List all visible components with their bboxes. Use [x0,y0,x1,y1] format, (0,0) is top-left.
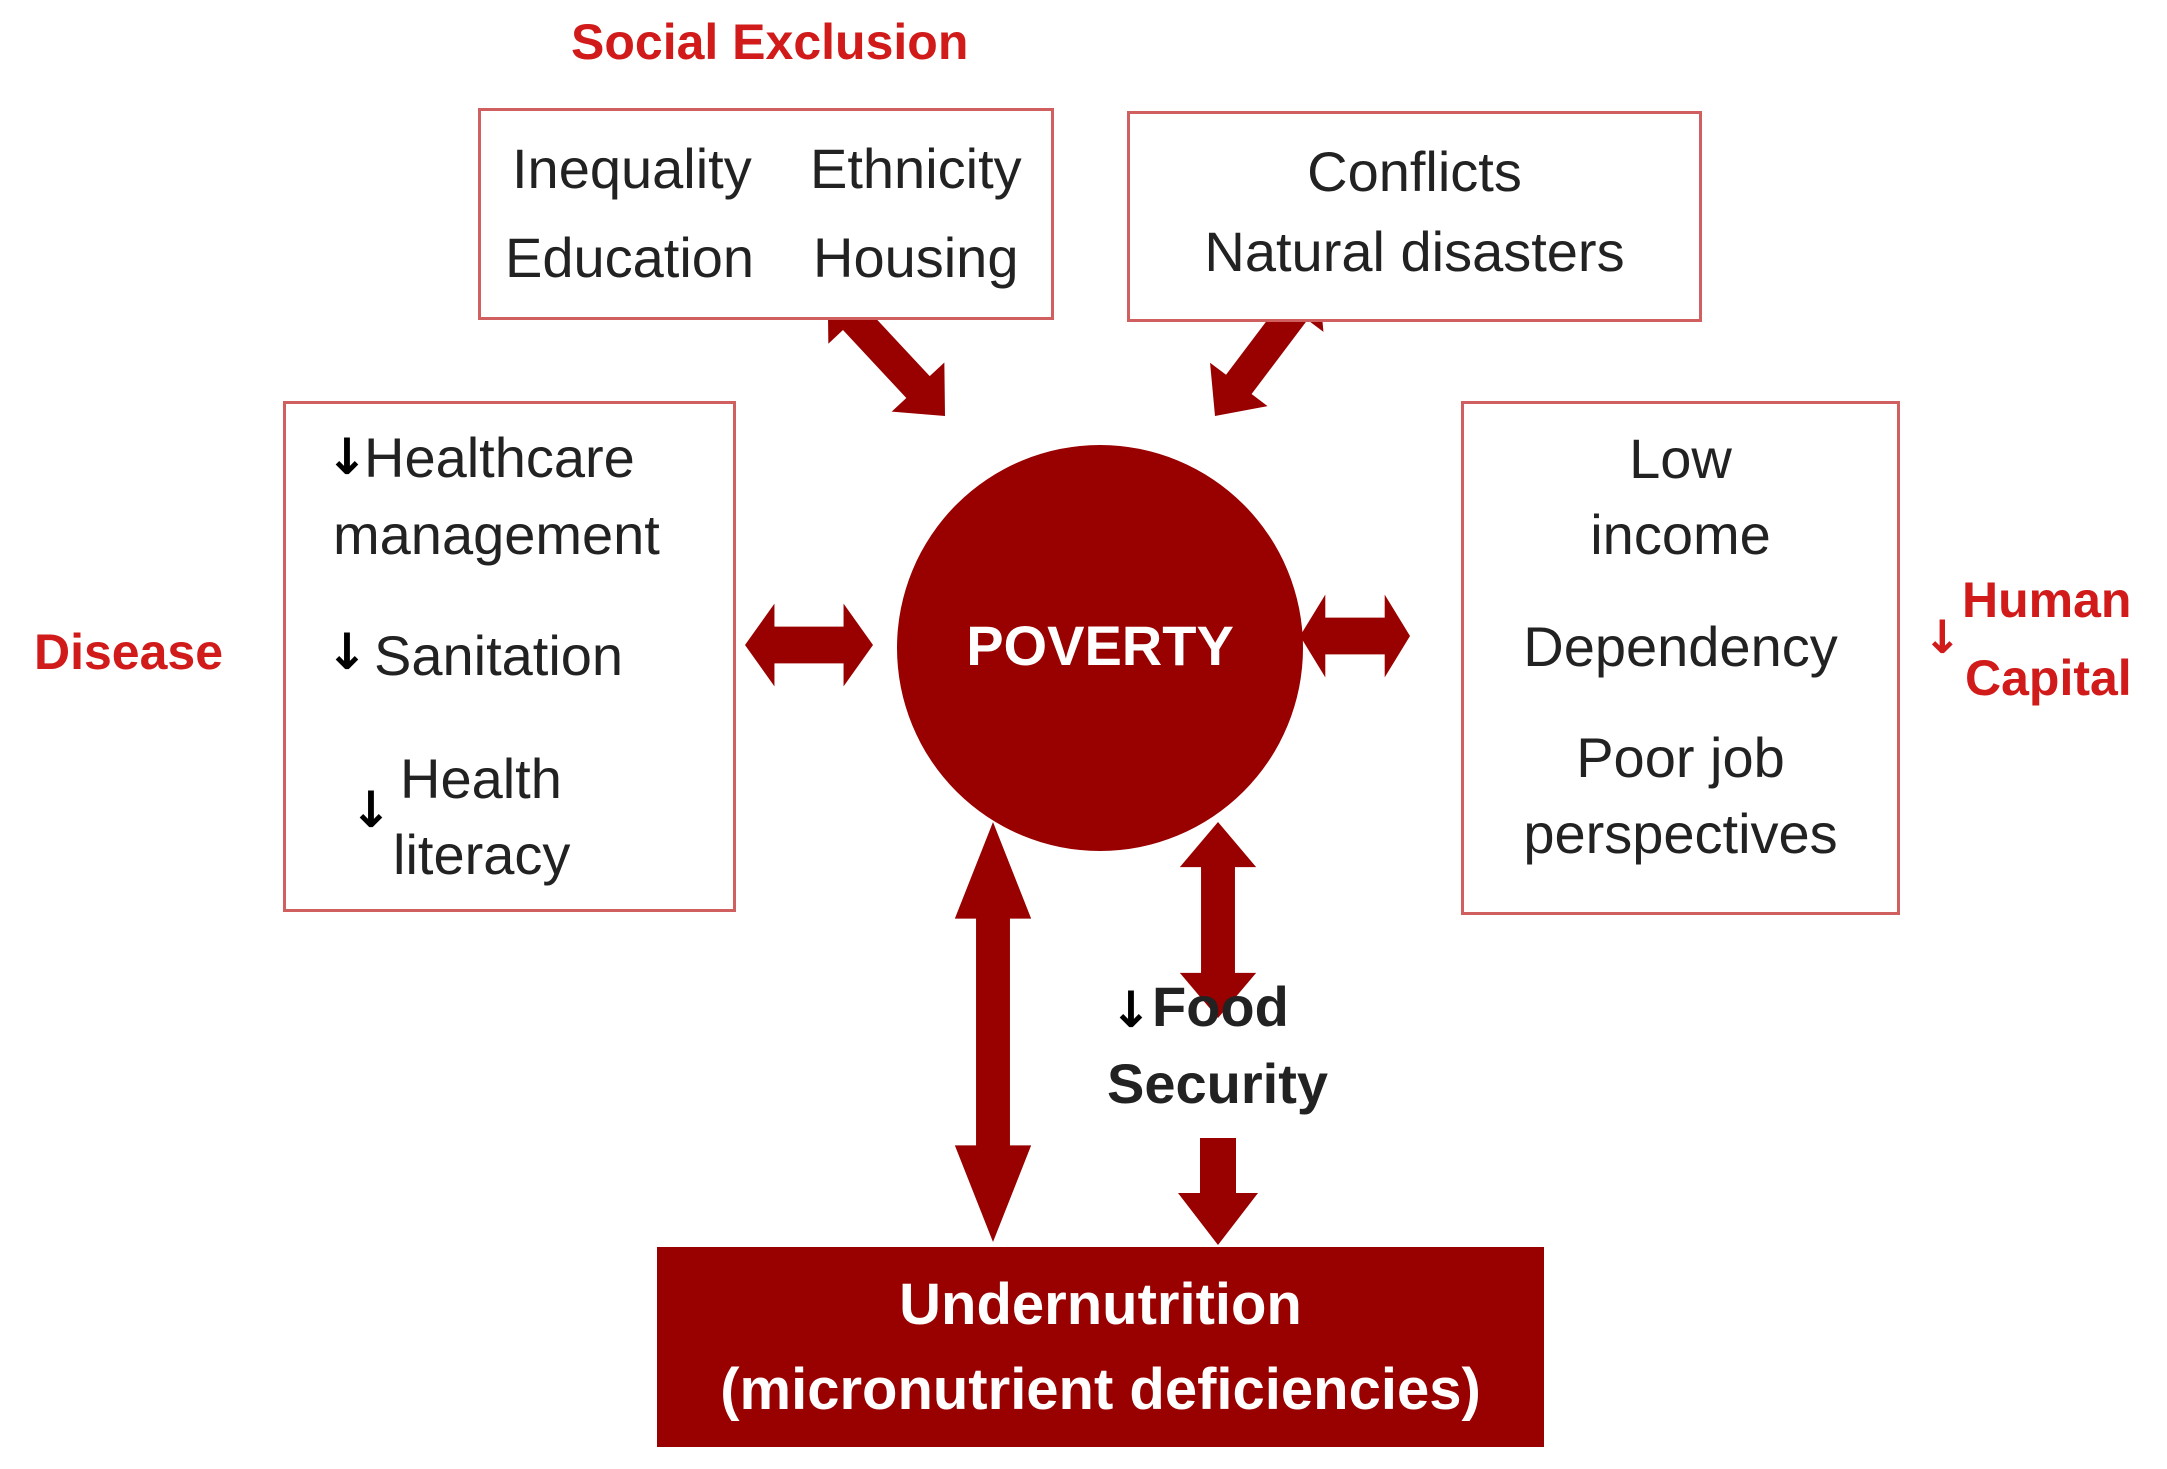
management-text: management [333,503,660,566]
social-exclusion-label: Social Exclusion [571,14,969,70]
food-security-down-arrow-icon: ↓ [1110,981,1152,1039]
low-text: Low [1629,427,1732,490]
social-item-inequality: Inequality [512,137,752,200]
security-text: Security [1107,1052,1328,1115]
undernutrition-title: Undernutrition [899,1272,1302,1337]
sanitation-text: Sanitation [374,624,624,687]
health-text: Health [400,747,562,810]
social-exclusion-box [478,108,1054,320]
social-item-ethnicity: Ethnicity [810,137,1022,200]
poverty-label: POVERTY [966,614,1234,677]
disease-box [283,401,736,912]
sanitation-down-arrow-icon: ↓ [326,623,368,681]
human-capital-down-arrow-icon: ↓ [1923,610,1962,664]
poor-job-text: Poor job [1576,726,1785,789]
human-capital-label-line1: Human [1962,572,2132,628]
healthcare-down-arrow-icon: ↓ [326,428,368,486]
literacy-text: literacy [393,823,571,886]
arrow-poverty-disease [745,603,873,687]
undernutrition-box [657,1247,1544,1447]
food-text: Food [1152,975,1289,1038]
social-item-education: Education [505,226,755,289]
perspectives-text: perspectives [1523,802,1838,865]
healthcare-text: Healthcare [364,426,635,489]
dependency-text: Dependency [1523,615,1838,678]
disease-label: Disease [34,624,224,680]
conflicts-text: Conflicts [1307,140,1522,203]
human-capital-box [1461,401,1900,915]
social-item-housing: Housing [813,226,1019,289]
natural-disasters-text: Natural disasters [1204,220,1625,283]
undernutrition-subtitle: (micronutrient deficiencies) [720,1357,1481,1422]
arrow-poverty-undernutrition [954,822,1032,1242]
poverty-circle [897,445,1303,851]
health-literacy-down-arrow-icon: ↓ [350,781,392,839]
conflicts-box [1127,111,1702,322]
arrow-poverty-human-capital [1300,594,1410,678]
income-text: income [1590,503,1771,566]
human-capital-label-line2: Capital [1965,650,2132,706]
arrow-food-security-undernutrition [1178,1138,1258,1245]
